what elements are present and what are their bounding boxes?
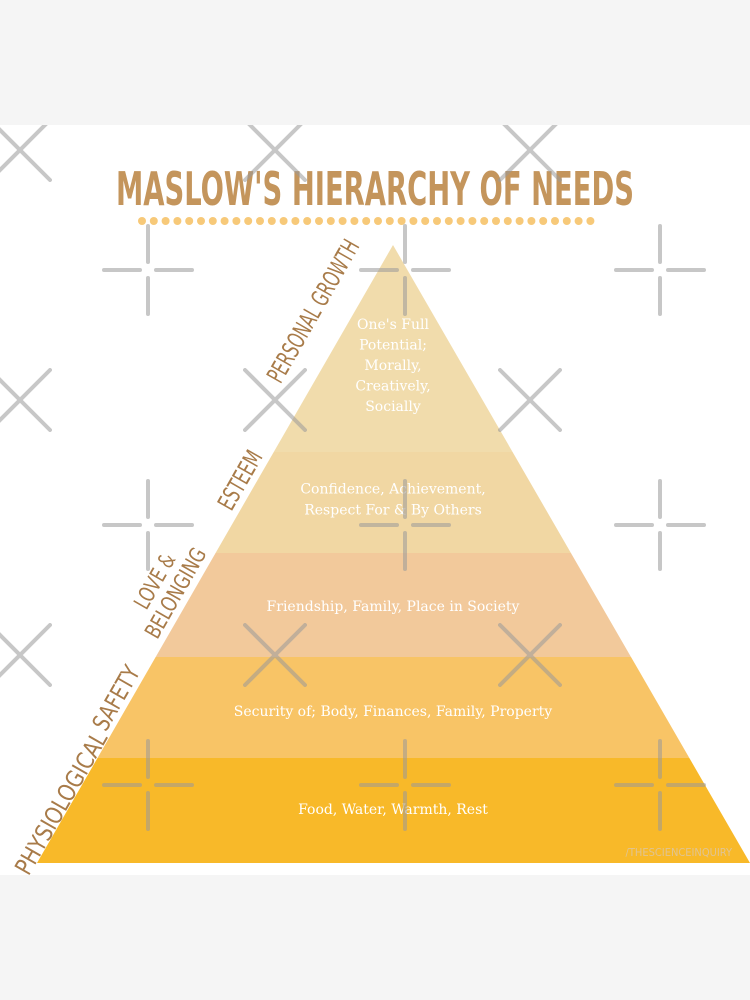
cross-watermark-icon	[359, 479, 451, 571]
underline-dot	[574, 217, 583, 225]
underline-dot	[492, 217, 500, 225]
underline-dot	[232, 217, 241, 225]
underline-dot	[149, 217, 158, 225]
tier-2-label-line: Confidence, Achievement,	[300, 482, 485, 498]
cross-watermark-icon	[498, 623, 562, 687]
cross-watermark-icon	[0, 125, 52, 182]
underline-dot	[385, 217, 394, 225]
title-dotted-underline	[138, 217, 595, 225]
cross-watermark-icon	[359, 224, 451, 316]
underline-dot	[138, 217, 146, 225]
tier-1-label-line: Creatively,	[355, 379, 430, 395]
tier-5-label-line: Food, Water, Warmth, Rest	[298, 802, 488, 818]
pyramid-tier-5	[37, 758, 750, 863]
underline-dot	[279, 217, 288, 225]
underline-dot	[527, 217, 536, 225]
tier-1-label-line: Potential;	[359, 338, 427, 354]
pyramid-tiers	[37, 245, 750, 863]
cross-watermark-icon	[102, 739, 194, 831]
underline-dot	[208, 217, 217, 225]
underline-dot	[456, 217, 465, 225]
cross-watermark-icon	[0, 623, 52, 687]
underline-dot	[421, 217, 430, 225]
underline-dot	[562, 217, 571, 225]
underline-dot	[374, 217, 382, 225]
underline-dot	[362, 217, 371, 225]
tier-2-label-line: Respect For & By Others	[304, 503, 482, 519]
underline-dot	[468, 217, 477, 225]
tier-3-label-line: Friendship, Family, Place in Society	[267, 599, 520, 615]
cross-watermark-icon	[102, 224, 194, 316]
cross-watermark-icon	[359, 739, 451, 831]
underline-dot	[338, 217, 347, 225]
underline-dot	[409, 217, 418, 225]
underline-dot	[220, 217, 229, 225]
cross-watermark-icon	[614, 479, 706, 571]
underline-dot	[539, 217, 548, 225]
underline-dot	[350, 217, 359, 225]
underline-dot	[161, 217, 170, 225]
cross-watermark-icon	[102, 479, 194, 571]
cross-watermark-icon	[0, 368, 52, 432]
underline-dot	[397, 217, 406, 225]
underline-dot	[444, 217, 453, 225]
cross-watermark-icon	[243, 125, 307, 182]
underline-dot	[586, 217, 595, 225]
cross-watermark-icon	[614, 224, 706, 316]
tier-1-label-line: Morally,	[364, 358, 421, 374]
cross-watermark-icon	[243, 368, 307, 432]
tier-1-label-line: One's Full	[357, 317, 429, 333]
underline-dot	[267, 217, 276, 225]
credit-text: /THESCIENCEINQUIRY	[626, 846, 733, 859]
cross-watermark-icon	[498, 368, 562, 432]
underline-dot	[173, 217, 182, 225]
underline-dot	[326, 217, 335, 225]
cross-watermark-icon	[614, 739, 706, 831]
pyramid-tier-3	[155, 553, 631, 657]
underline-dot	[515, 217, 524, 225]
underline-dot	[433, 217, 441, 225]
pyramid-tier-2	[215, 452, 571, 553]
underline-dot	[244, 217, 253, 225]
diagram-title: MASLOW'S HIERARCHY OF NEEDS	[116, 162, 634, 216]
tier-4-label-line: Security of; Body, Finances, Family, Pro…	[234, 704, 552, 720]
underline-dot	[480, 217, 489, 225]
underline-dot	[185, 217, 194, 225]
watermark-pattern	[0, 125, 706, 831]
underline-dot	[503, 217, 512, 225]
cross-watermark-icon	[243, 623, 307, 687]
underline-dot	[197, 217, 205, 225]
underline-dot	[551, 217, 559, 225]
cross-watermark-icon	[498, 125, 562, 182]
underline-dot	[291, 217, 300, 225]
underline-dot	[256, 217, 264, 225]
pyramid-tier-1	[273, 245, 513, 452]
underline-dot	[303, 217, 312, 225]
underline-dot	[315, 217, 323, 225]
tier-1-label-line: Socially	[365, 399, 421, 415]
